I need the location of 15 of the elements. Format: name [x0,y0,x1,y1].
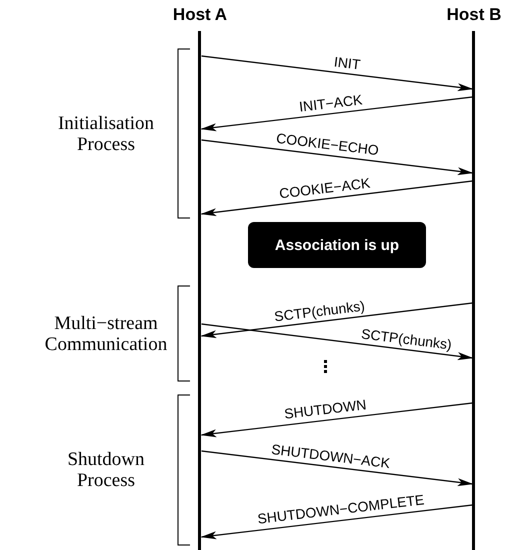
message-arrow [200,504,473,540]
message-arrow [201,55,474,92]
phase-label: Shutdown Process [66,449,146,491]
message-arrow [201,139,474,176]
message-arrow [201,323,474,360]
phase-label: Initialisation Process [56,112,156,154]
phase-label: Multi−stream Communication [44,312,168,354]
host-label: Host B [446,4,502,26]
message-arrow [200,180,473,216]
message-arrow [201,450,474,486]
message-arrow [200,402,473,438]
state-banner: Association is up [248,222,426,268]
host-label: Host A [172,4,228,26]
message-arrow [200,96,473,132]
message-arrow [200,302,473,338]
